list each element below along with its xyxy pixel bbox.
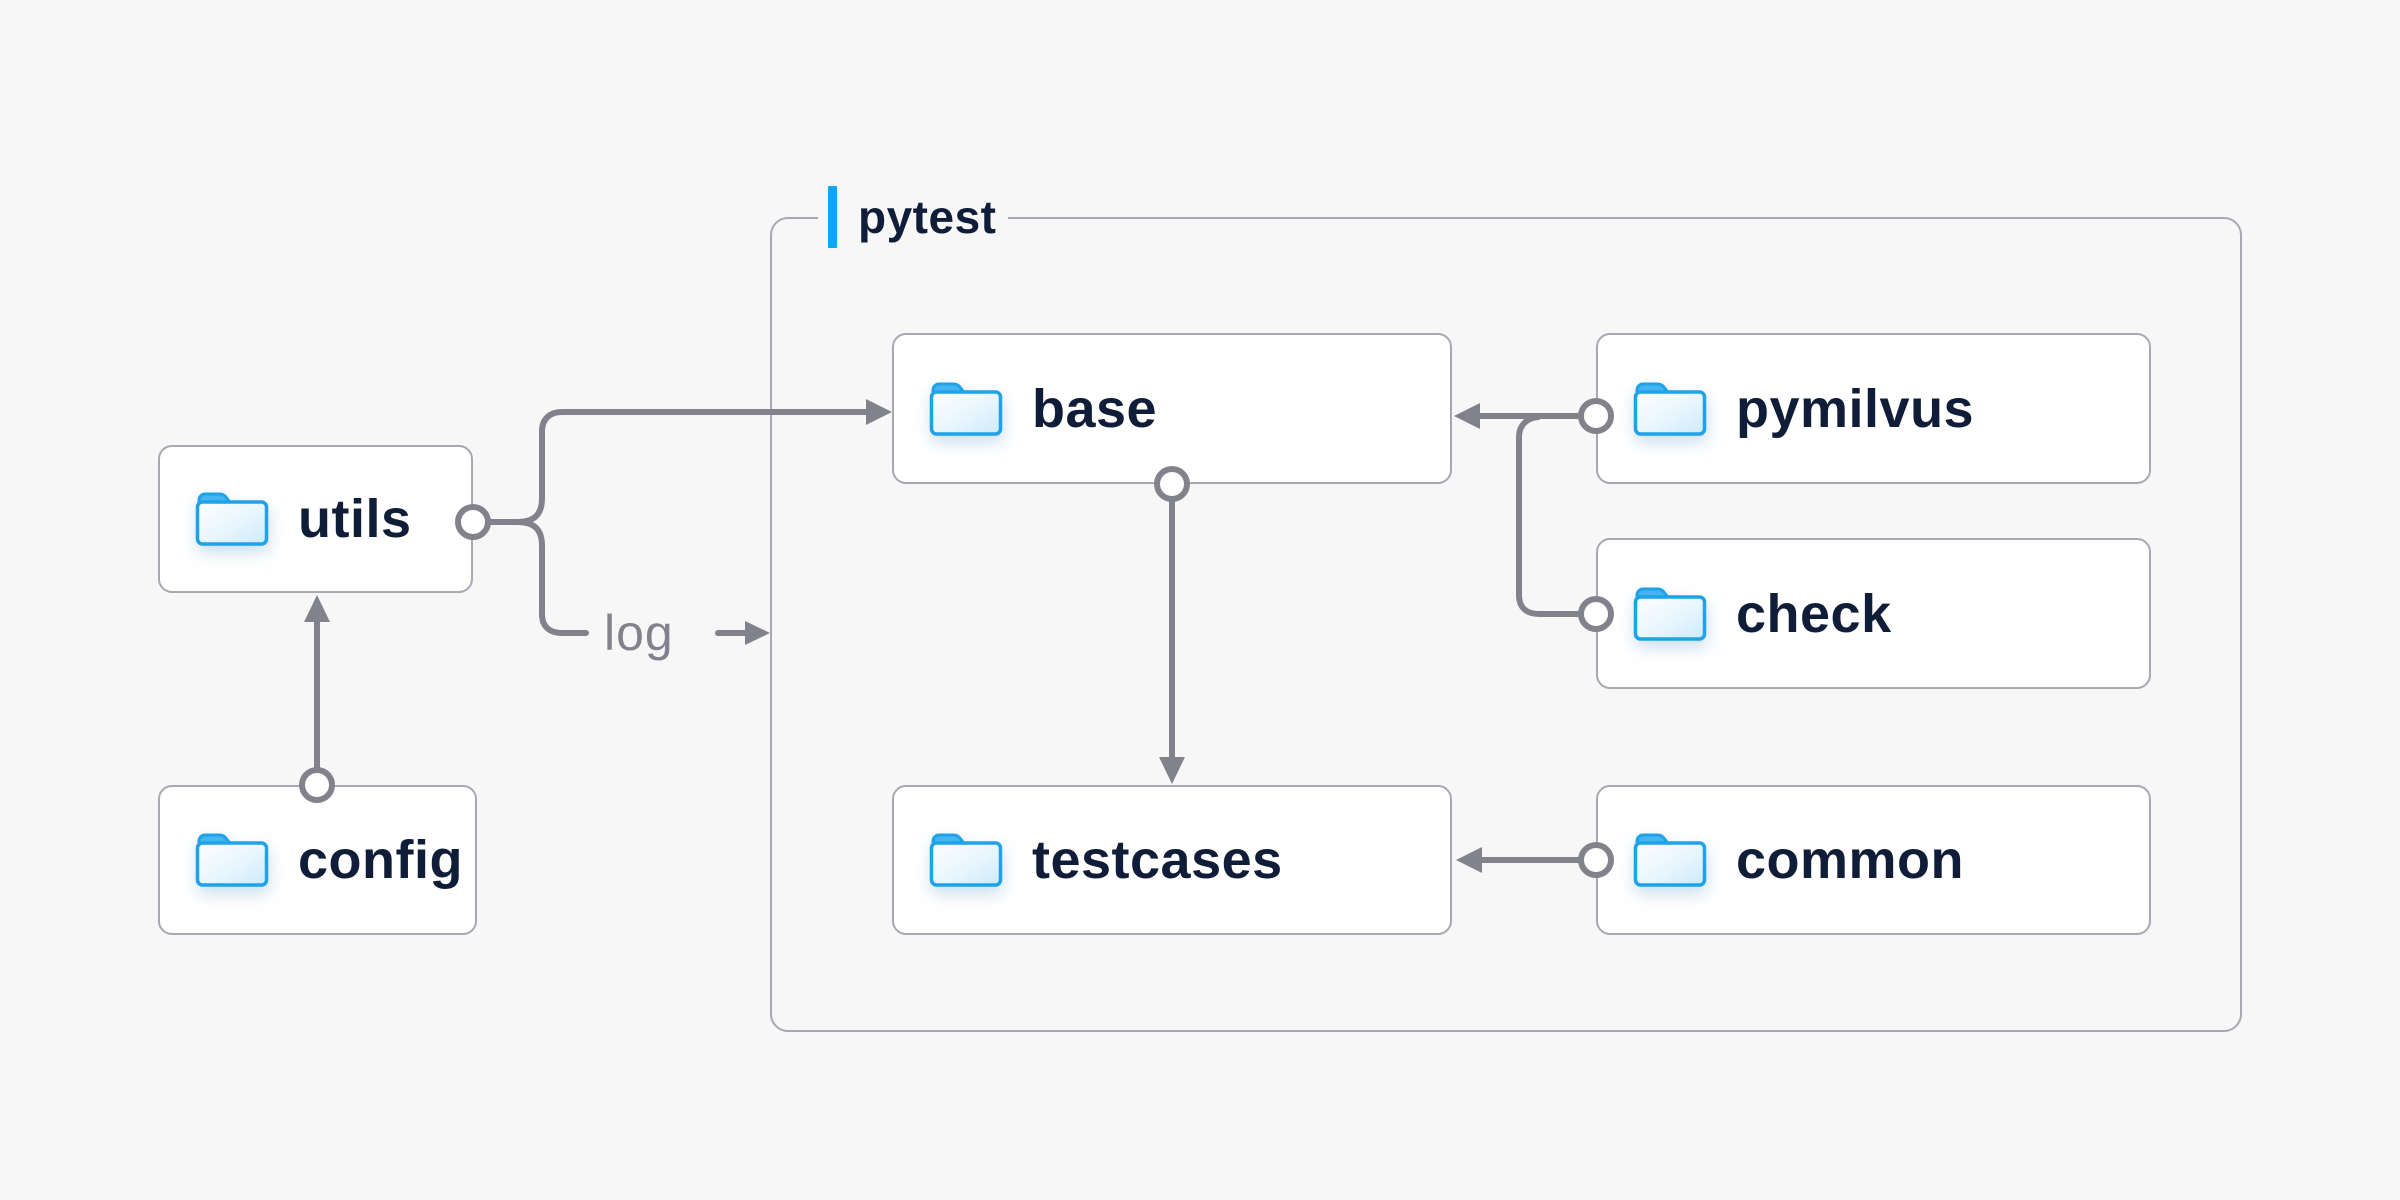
- folder-icon: [194, 490, 270, 548]
- node-label: utils: [298, 489, 412, 549]
- node-pymilvus: pymilvus: [1596, 333, 2151, 484]
- node-label: pymilvus: [1736, 378, 1975, 439]
- node-utils: utils: [158, 445, 473, 593]
- folder-icon: [928, 831, 1004, 889]
- node-label: common: [1736, 830, 1965, 890]
- edge-config-to-utils: [299, 595, 335, 803]
- node-common: common: [1596, 785, 2151, 935]
- node-config: config: [158, 785, 477, 935]
- group-title: pytest: [858, 191, 997, 243]
- folder-icon: [194, 831, 270, 889]
- folder-icon: [1632, 380, 1708, 438]
- node-label: config: [298, 830, 463, 890]
- folder-icon: [928, 380, 1004, 438]
- arrowhead-right-icon: [745, 621, 770, 645]
- node-check: check: [1596, 538, 2151, 689]
- node-label: check: [1736, 583, 1892, 644]
- edge-utils-to-log: log: [514, 519, 770, 661]
- folder-icon: [1632, 585, 1708, 643]
- node-label: base: [1032, 378, 1158, 439]
- accent-bar-icon: [828, 186, 837, 248]
- node-label: testcases: [1032, 830, 1283, 890]
- pytest-group-container: [770, 217, 2242, 1032]
- node-testcases: testcases: [892, 785, 1452, 935]
- edge-label-log: log: [604, 605, 674, 661]
- arrowhead-up-icon: [304, 595, 330, 622]
- node-base: base: [892, 333, 1452, 484]
- pytest-group-label: pytest: [818, 181, 1009, 253]
- folder-icon: [1632, 831, 1708, 889]
